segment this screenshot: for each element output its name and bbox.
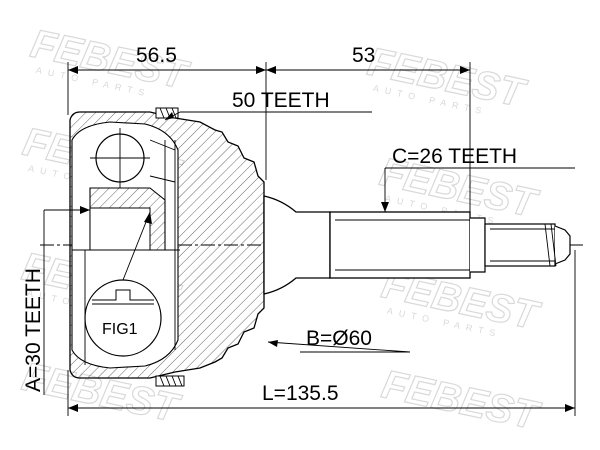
fig1-leader xyxy=(122,211,151,281)
watermark-brand: FEBEST xyxy=(378,362,545,439)
shaft xyxy=(263,195,571,295)
shaft-tip xyxy=(554,225,571,265)
outer-diameter-value: B=Ø60 xyxy=(306,327,372,350)
dimension-left: 56.5 xyxy=(67,44,267,180)
inner-race xyxy=(72,128,180,365)
fig1-label: FIG1 xyxy=(102,321,138,338)
dimension-right-value: 53 xyxy=(352,44,375,67)
inner-teeth-value: A=30 TEETH xyxy=(22,268,45,392)
shaft-neck xyxy=(263,195,331,295)
dimension-right: 53 xyxy=(266,44,471,212)
outer-teeth-value: 50 TEETH xyxy=(232,89,330,112)
outer-diameter-label: B=Ø60 xyxy=(267,327,411,353)
dimension-total: L=135.5 xyxy=(67,250,576,416)
shaft-teeth-value: C=26 TEETH xyxy=(392,145,517,168)
dimension-total-value: L=135.5 xyxy=(262,382,339,405)
shaft-spline xyxy=(329,211,471,279)
shaft-teeth-label: C=26 TEETH xyxy=(381,145,575,212)
fig1-circle xyxy=(84,279,162,357)
shaft-thread xyxy=(484,223,556,267)
fig1-callout: FIG1 xyxy=(84,211,162,357)
inner-teeth-label: A=30 TEETH xyxy=(22,206,90,395)
outer-teeth-label: 50 TEETH xyxy=(164,89,372,121)
dimension-left-value: 56.5 xyxy=(136,44,177,67)
